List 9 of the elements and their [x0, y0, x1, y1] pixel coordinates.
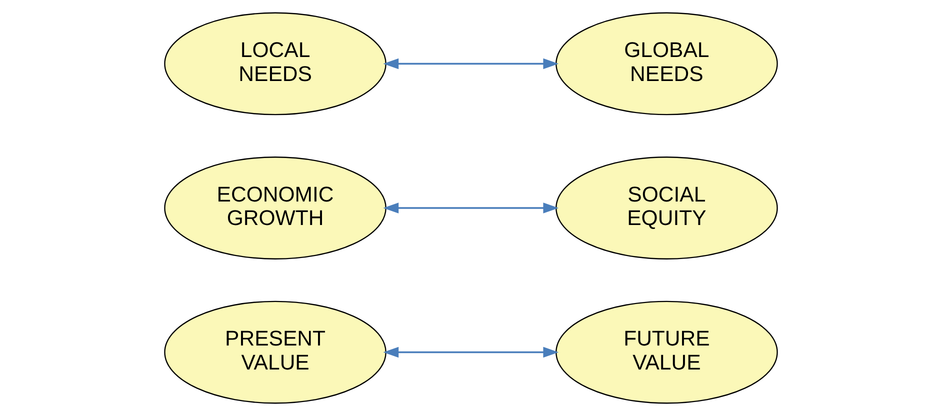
node-ellipse: ECONOMIC GROWTH [164, 156, 386, 260]
node-ellipse: PRESENT VALUE [164, 300, 386, 404]
node-ellipse: SOCIAL EQUITY [555, 156, 778, 260]
node-ellipse: LOCAL NEEDS [164, 12, 386, 116]
arrow [382, 58, 558, 70]
node-ellipse: FUTURE VALUE [555, 300, 778, 404]
arrow [382, 346, 558, 358]
arrow [382, 202, 558, 214]
node-ellipse: GLOBAL NEEDS [555, 12, 778, 116]
